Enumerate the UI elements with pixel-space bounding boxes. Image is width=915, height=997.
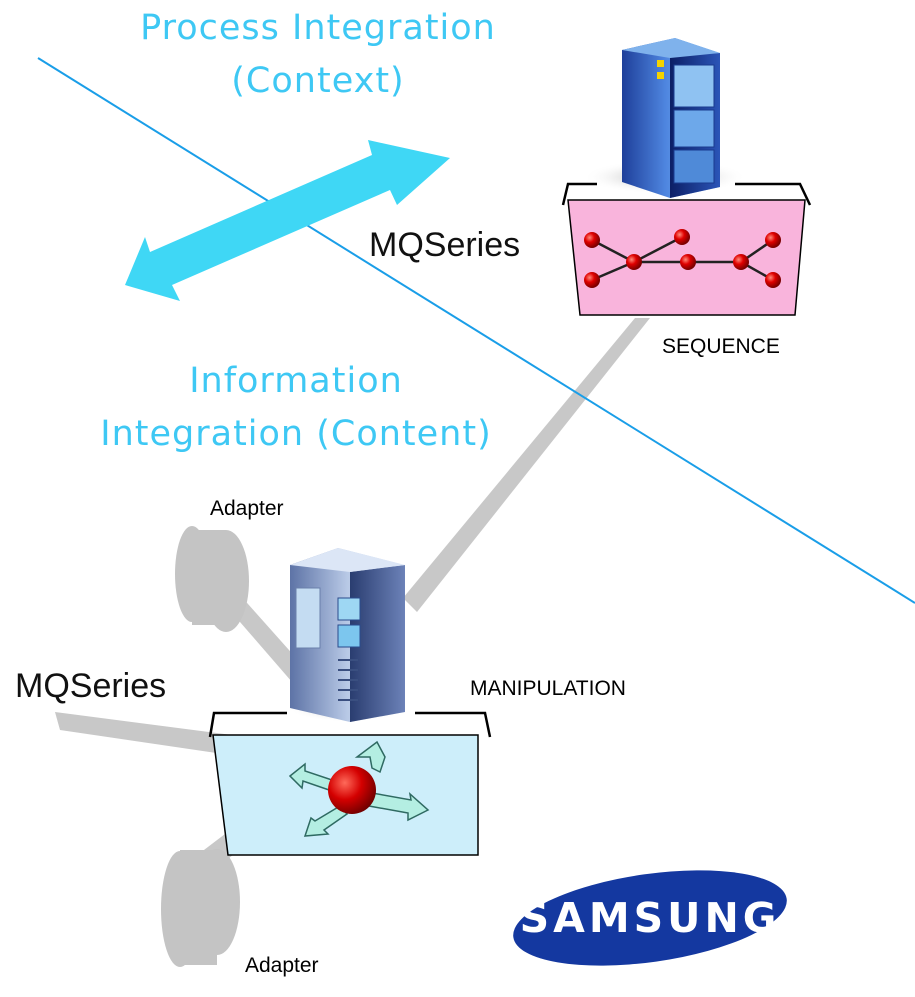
connector-left-mqseries xyxy=(55,712,232,755)
label-mqseries-top: MQSeries xyxy=(369,226,520,264)
label-adapter-bottom: Adapter xyxy=(245,954,319,977)
network-node-balls xyxy=(584,229,781,288)
hub-core xyxy=(328,766,376,814)
server-tower-steel-icon xyxy=(288,548,408,722)
connector-sequence-to-manipulation xyxy=(403,318,650,612)
logo-text: SAMSUNG xyxy=(520,894,781,942)
adapter-disc-icon xyxy=(175,526,249,632)
label-sequence: SEQUENCE xyxy=(662,335,780,358)
title-information: Information xyxy=(189,361,403,401)
title-process-integration: Process Integration xyxy=(140,8,496,48)
context-content-divider xyxy=(37,57,915,604)
server-tower-blue-icon xyxy=(583,38,747,198)
label-manipulation: MANIPULATION xyxy=(470,677,626,700)
samsung-logo: SAMSUNG xyxy=(513,870,787,966)
double-arrow-icon xyxy=(125,140,450,301)
sequence-box xyxy=(561,182,812,316)
adapter-disc-bottom-icon xyxy=(161,849,240,967)
title-process-context: (Context) xyxy=(231,61,404,101)
connector-adapter-top xyxy=(227,595,305,682)
label-mqseries-left: MQSeries xyxy=(15,667,166,705)
title-information-content: Integration (Content) xyxy=(100,414,492,454)
label-adapter-top: Adapter xyxy=(210,497,284,520)
